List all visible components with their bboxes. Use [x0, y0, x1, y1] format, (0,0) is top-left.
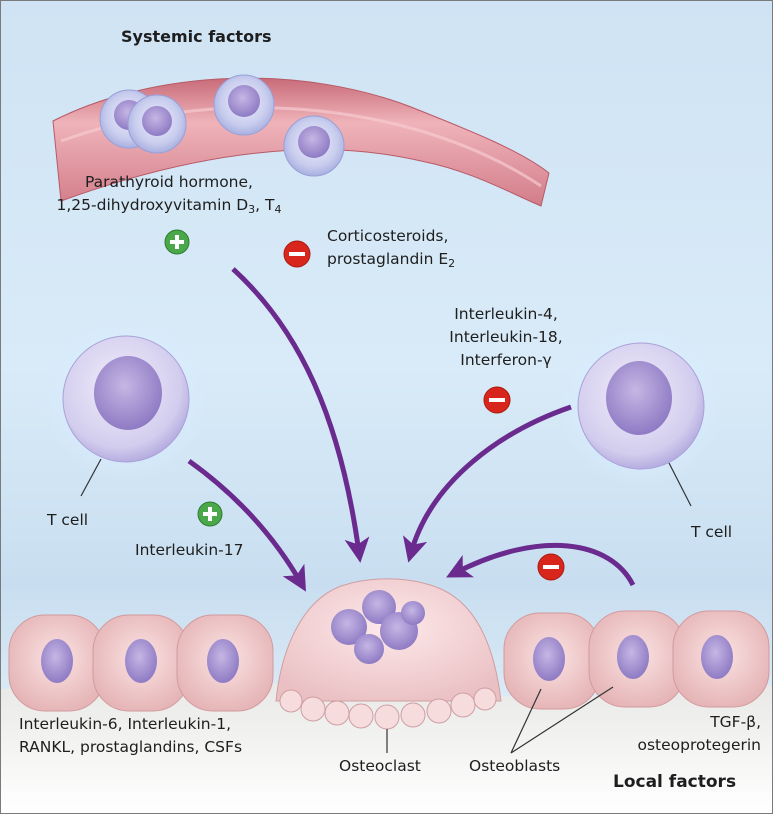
prostaglandin-text: prostaglandin E [327, 250, 449, 268]
interleukin-18-text: Interleukin-18, [449, 328, 563, 346]
osteoblast-factors-line1: Interleukin-6, Interleukin-1, [19, 715, 231, 733]
t4-text: , T [255, 196, 275, 214]
systemic-factors-title: Systemic factors [121, 27, 272, 46]
osteoblast [503, 612, 601, 710]
interleukin-4-text: Interleukin-4, [454, 305, 558, 323]
osteoblast [588, 610, 686, 708]
minus-icon [537, 553, 565, 581]
tgf-beta-text: TGF-β, [710, 713, 761, 731]
vessel-cell [213, 74, 275, 136]
t-cell-left-label: T cell [47, 511, 89, 529]
osteoblast [176, 614, 274, 712]
systemic-stimulators-line2: 1,25-dihydroxyvitamin D3, T4 [19, 194, 319, 221]
prostaglandin-subscript: 2 [448, 257, 456, 270]
osteoblast-factors-label: Interleukin-6, Interleukin-1, RANKL, pro… [19, 713, 242, 759]
t-cell-inhibitors-label: Interleukin-4, Interleukin-18, Interfero… [423, 303, 589, 372]
minus-icon [283, 240, 311, 268]
systemic-inhibitors-line2: prostaglandin E2 [327, 248, 455, 275]
vitamin-d-text: 1,25-dihydroxyvitamin D [56, 196, 249, 214]
systemic-inhibitors-label: Corticosteroids, prostaglandin E2 [327, 225, 455, 275]
t-cell-left [44, 317, 208, 497]
t-cell-right [559, 324, 723, 507]
osteoblasts-label: Osteoblasts [469, 757, 561, 775]
vessel-cell [127, 94, 187, 154]
osteoblast-leader-lines [510, 686, 614, 754]
local-factors-title: Local factors [613, 772, 737, 792]
vessel-cell [283, 115, 345, 177]
osteoblast [672, 610, 770, 708]
t-cell-left-arrow [187, 458, 306, 592]
interleukin-17-label: Interleukin-17 [135, 541, 244, 559]
plus-icon [197, 501, 223, 527]
interferon-gamma-text: Interferon-γ [460, 351, 552, 369]
systemic-stimulators-label: Parathyroid hormone, 1,25-dihydroxyvitam… [19, 171, 319, 221]
osteoprotegerin-text: osteoprotegerin [637, 736, 761, 754]
osteoblast [8, 614, 106, 712]
osteoblast-factors-line2: RANKL, prostaglandins, CSFs [19, 738, 243, 756]
t4-subscript: 4 [274, 203, 282, 216]
vitamin-d-subscript: 3 [248, 203, 256, 216]
minus-icon [483, 386, 511, 414]
osteoblast [92, 614, 190, 712]
plus-icon [164, 229, 190, 255]
osteoclast-label: Osteoclast [339, 757, 421, 775]
osteoblast-arrow [446, 543, 636, 587]
osteoclast-cell [275, 578, 502, 753]
systemic-inhibitors-line1: Corticosteroids, [327, 227, 449, 245]
local-inhibitors-label: TGF-β, osteoprotegerin [631, 711, 761, 757]
t-cell-right-arrow [402, 404, 572, 563]
t-cell-right-label: T cell [691, 523, 733, 541]
systemic-arrow [231, 267, 370, 563]
systemic-stimulators-line1: Parathyroid hormone, [85, 173, 253, 191]
